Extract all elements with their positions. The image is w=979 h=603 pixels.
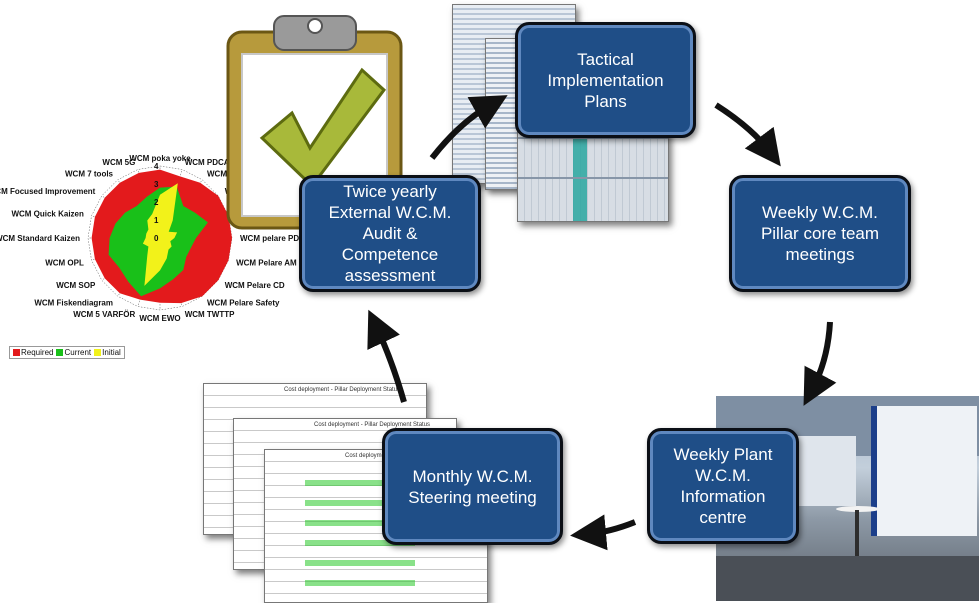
radar-axis-label: WCM poka yoke: [129, 154, 191, 163]
radar-legend: Required Current Initial: [9, 346, 125, 359]
radar-axis-label: WCM SOP: [56, 281, 96, 290]
radar-axis-label: WCM TWTTP: [185, 310, 235, 319]
radar-axis-label: WCM PDCA: [185, 158, 230, 167]
box-monthly-steering-meeting: Monthly W.C.M. Steering meeting: [382, 428, 563, 545]
radar-scale-label: 0: [154, 234, 159, 243]
radar-axis-label: WCM Fiskendiagram: [34, 299, 113, 308]
radar-scale-label: 1: [154, 216, 159, 225]
radar-axis-label: WCM 5G: [102, 158, 135, 167]
radar-ring: [87, 165, 233, 311]
radar-scale-label: 4: [154, 162, 159, 171]
radar-axis-label: WCM Pelare CD: [225, 281, 285, 290]
radar-axis-label: WCM EWO: [139, 314, 180, 323]
radar-axis-label: WCM 7 tools: [65, 169, 114, 178]
arrow-pillar-to-plant: [803, 321, 837, 406]
box-weekly-pillar-meetings: Weekly W.C.M. Pillar core team meetings: [729, 175, 911, 292]
radar-axis-label: WCM Standard Kaizen: [0, 234, 80, 243]
box-weekly-plant-information-centre: Weekly Plant W.C.M. Information centre: [647, 428, 799, 544]
arrow-tactical-to-pillar: [714, 102, 781, 167]
box-twice-yearly-audit: Twice yearly External W.C.M. Audit & Com…: [299, 175, 481, 292]
radar-axis-label: WCM Pelare Safety: [207, 299, 280, 308]
radar-axis-label: WCM Quick Kaizen: [11, 209, 84, 218]
legend-initial: Initial: [94, 348, 121, 357]
radar-axis-label: WCM 5 VARFÖR: [73, 310, 135, 319]
legend-required: Required: [13, 348, 53, 357]
arrow-monthly-to-audit: [367, 309, 407, 403]
box-tactical-implementation-plans: Tactical Implementation Plans: [515, 22, 696, 138]
legend-current: Current: [56, 348, 91, 357]
arrow-plant-to-monthly: [570, 514, 637, 551]
radar-axis-label: WCM 5: [207, 169, 234, 178]
radar-scale-label: 3: [154, 180, 159, 189]
radar-scale-label: 2: [154, 198, 159, 207]
radar-axis-label: WCM Pelare AM: [236, 259, 297, 268]
radar-axis-label: WCM pelare PD: [240, 234, 299, 243]
radar-initial-area: [142, 183, 178, 286]
arrow-audit-to-tactical: [429, 95, 508, 160]
radar-axis-label: CM Focused Improvement: [0, 187, 96, 196]
radar-axis-label: WCM OPL: [45, 259, 84, 268]
